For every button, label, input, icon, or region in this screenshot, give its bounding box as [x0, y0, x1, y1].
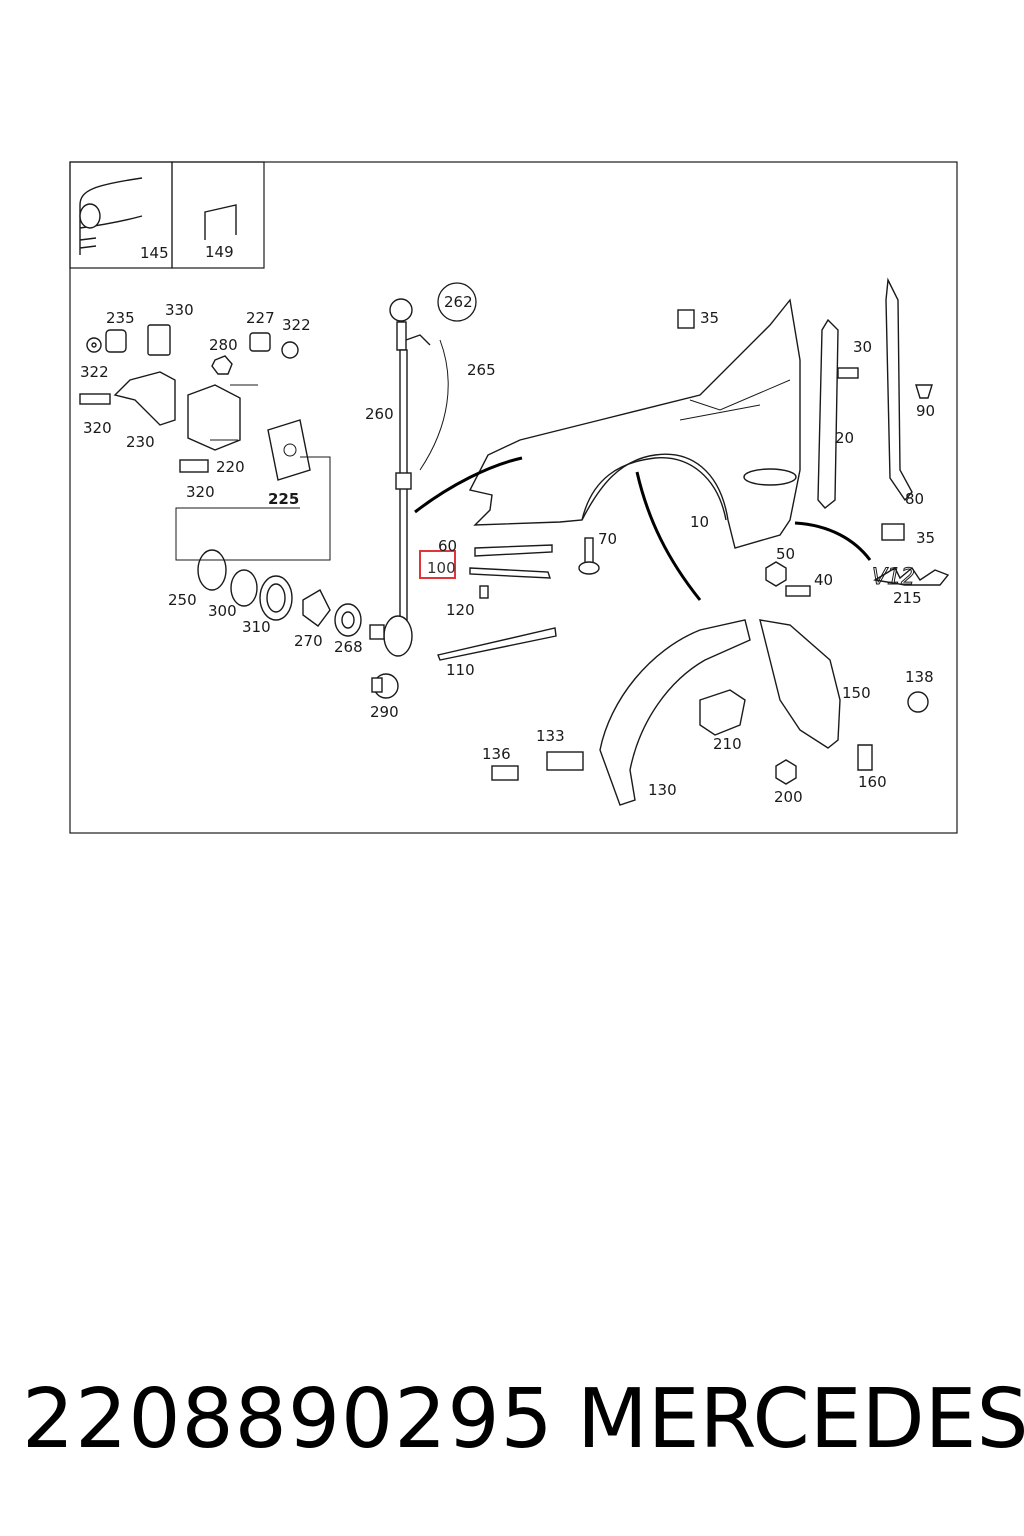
- callout-label: 40: [814, 571, 833, 589]
- lower-parts: [197, 549, 399, 699]
- callout-label: 30: [853, 338, 872, 356]
- callout-label: 322: [282, 316, 311, 334]
- assembly-arrows: [414, 339, 872, 601]
- callout-label: 60: [438, 537, 457, 555]
- callout-label: 235: [106, 309, 135, 327]
- callout-label: 270: [294, 632, 323, 650]
- callout-label: 290: [370, 703, 399, 721]
- callout-label: 210: [713, 735, 742, 753]
- callout-label: 320: [83, 419, 112, 437]
- callout-label: 80: [905, 490, 924, 508]
- callout-label: 320: [186, 483, 215, 501]
- callout-label: 130: [648, 781, 677, 799]
- callout-label: 330: [165, 301, 194, 319]
- callout-label: 322: [80, 363, 109, 381]
- footer: 2208890295 MERCEDES: [0, 1372, 1024, 1482]
- callout-label: 265: [467, 361, 496, 379]
- callout-label: 262: [444, 293, 473, 311]
- diagram-frame: [69, 161, 958, 834]
- callout-label: 138: [905, 668, 934, 686]
- callout-label: 225: [268, 490, 299, 508]
- prop-rod: [383, 298, 431, 657]
- trim-strips: [437, 537, 600, 661]
- callout-label: 149: [205, 243, 234, 261]
- callout-label: 136: [482, 745, 511, 763]
- callout-label: 268: [334, 638, 363, 656]
- highlight-box-100: [419, 550, 456, 579]
- callout-label: 145: [140, 244, 169, 262]
- callout-label: 150: [842, 684, 871, 702]
- callout-label: 20: [835, 429, 854, 447]
- callout-label: 260: [365, 405, 394, 423]
- brand-name: MERCEDES: [577, 1372, 1024, 1467]
- callout-circle-262: [437, 282, 477, 322]
- callout-label: 110: [446, 661, 475, 679]
- callout-label: 230: [126, 433, 155, 451]
- fender-part: [468, 298, 801, 549]
- callout-label: 300: [208, 602, 237, 620]
- callout-label: 160: [858, 773, 887, 791]
- callout-label: 35: [916, 529, 935, 547]
- inset-149: [171, 161, 265, 269]
- callout-label: 200: [774, 788, 803, 806]
- callout-labels: 145 149 262 265 260 35 30 90 20 80 35 23…: [80, 243, 935, 806]
- callout-label: 35: [700, 309, 719, 327]
- callout-label-highlighted: 100: [427, 559, 456, 577]
- wheel-liner: [491, 619, 929, 806]
- callout-label: 215: [893, 589, 922, 607]
- callout-label: 220: [216, 458, 245, 476]
- v12-emblem: V12: [872, 565, 915, 590]
- right-parts: [677, 277, 950, 597]
- callout-label: 120: [446, 601, 475, 619]
- part-number: 2208890295: [22, 1372, 554, 1467]
- callout-label: 50: [776, 545, 795, 563]
- callout-label: 133: [536, 727, 565, 745]
- parts-diagram: 145 149 262 265 260 35 30 90 20 80 35 23…: [69, 161, 958, 834]
- callout-label: 280: [209, 336, 238, 354]
- callout-label: 90: [916, 402, 935, 420]
- inset-145: [69, 161, 173, 269]
- callout-label: 70: [598, 530, 617, 548]
- callout-label: 10: [690, 513, 709, 531]
- callout-label: 227: [246, 309, 275, 327]
- callout-label: 310: [242, 618, 271, 636]
- callout-label: 250: [168, 591, 197, 609]
- hinge-parts: [79, 324, 331, 561]
